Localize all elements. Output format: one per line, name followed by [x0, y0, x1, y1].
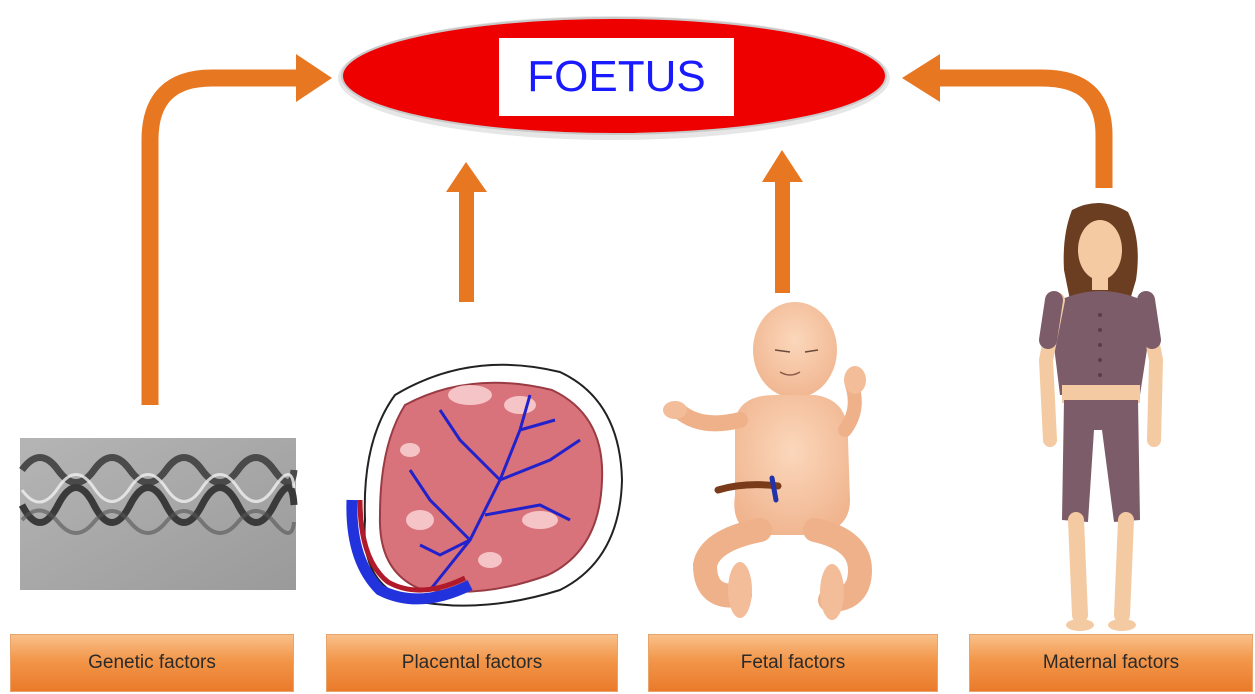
placenta-image	[352, 365, 622, 606]
arrow-fetal	[762, 150, 803, 293]
foetus-label: FOETUS	[499, 38, 734, 116]
woman-image	[1046, 203, 1156, 631]
placental-factors-label: Placental factors	[326, 634, 618, 692]
arrow-genetic	[150, 54, 332, 405]
genetic-factors-label: Genetic factors	[10, 634, 294, 692]
fetal-factors-label: Fetal factors	[648, 634, 938, 692]
dna-image	[20, 438, 296, 590]
baby-image	[663, 302, 866, 620]
arrow-maternal	[902, 54, 1104, 188]
maternal-factors-label: Maternal factors	[969, 634, 1253, 692]
arrow-placental	[446, 162, 487, 302]
